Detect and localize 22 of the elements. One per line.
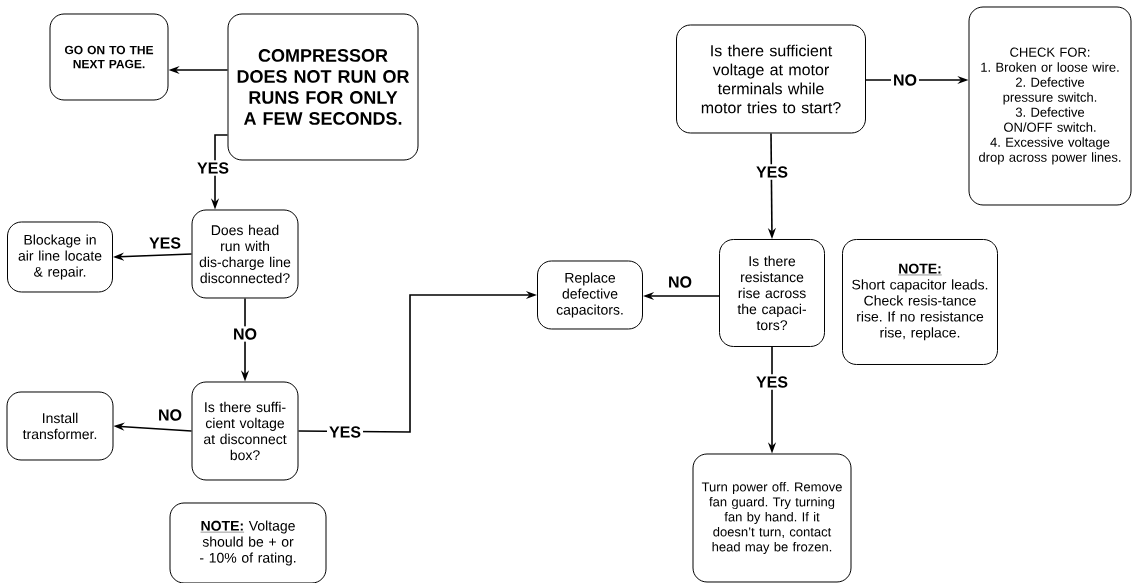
edge-label: NO xyxy=(666,274,694,290)
action-box: Blockage in air line locate & repair. xyxy=(7,221,113,293)
decision-box: Is there suffi-cient voltage at disconnect box? xyxy=(191,381,299,481)
start-box: COMPRESSOR DOES NOT RUN OR RUNS FOR ONLY A FEW SECONDS. xyxy=(227,13,419,161)
decision-box: Does head run with dis-charge line disconnected? xyxy=(191,209,299,299)
edge-label: NO xyxy=(156,407,184,423)
action-box: Turn power off. Remove fan guard. Try turning fan by hand. If it doesn’t turn, contact head may be frozen. xyxy=(692,453,852,583)
terminal-box: GO ON TO THE NEXT PAGE. xyxy=(49,13,169,101)
action-box: Replace defective capacitors. xyxy=(537,260,643,330)
edge-label: YES xyxy=(327,424,363,440)
edge-label: YES xyxy=(147,235,183,251)
checklist-box: CHECK FOR: 1. Broken or loose wire. 2. Defective pressure switch. 3. Defective ON/OFF switch. 4. Excessive voltage drop across power lines. xyxy=(968,6,1132,206)
action-box: Install transformer. xyxy=(6,391,114,461)
decision-box: Is there resistance rise across the capaci-tors? xyxy=(719,239,825,347)
note-box: NOTE: Voltage should be + or - 10% of rating. xyxy=(169,502,327,583)
edge-label: YES xyxy=(754,164,790,180)
decision-box: Is there sufficient voltage at motor terminals while motor tries to start? xyxy=(676,24,866,134)
edge-label: NO xyxy=(891,72,919,88)
note-box: NOTE: Short capacitor leads. Check resis-tance rise. If no resistance rise, replace. xyxy=(842,239,998,365)
edge-label: YES xyxy=(754,374,790,390)
edge-label: NO xyxy=(231,326,259,342)
edge-label: YES xyxy=(195,160,231,176)
